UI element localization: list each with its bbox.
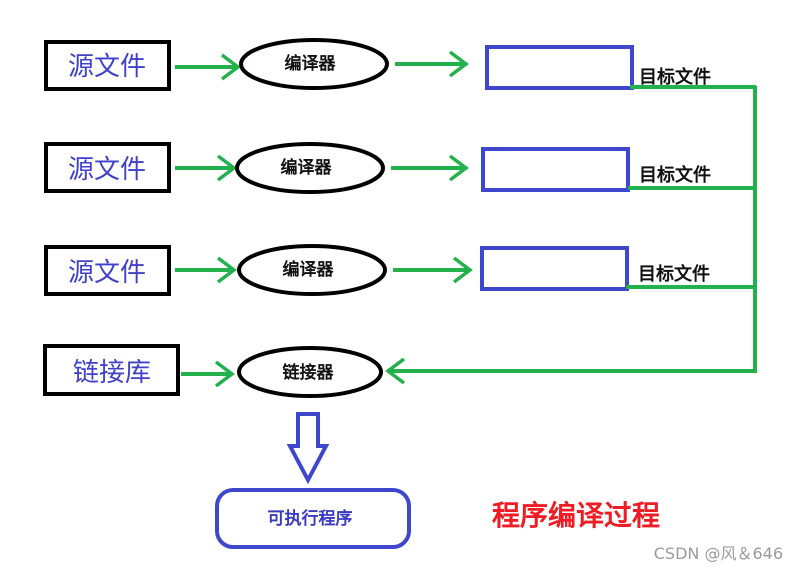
object-file-label: 目标文件: [638, 263, 710, 285]
link-row: 链接库 链接器: [43, 344, 757, 398]
row-1: 源文件 编译器 目标文件: [44, 38, 756, 91]
compiler-label: 编译器: [283, 259, 335, 280]
object-file-box: [480, 246, 629, 291]
arrowhead-icon: [216, 154, 237, 182]
arrowhead-icon: [385, 357, 406, 385]
source-file-box: [44, 245, 171, 296]
object-file-box: [485, 45, 634, 90]
arrowhead-icon: [216, 256, 237, 284]
arrowhead-icon: [220, 53, 241, 81]
source-file-box: [44, 40, 171, 91]
library-box: [43, 344, 180, 396]
arrowhead-icon: [214, 360, 235, 388]
object-file-label: 目标文件: [639, 164, 711, 186]
linker-node: [237, 346, 383, 398]
executable-box: [215, 488, 411, 549]
compiler-node: [235, 142, 385, 194]
compiler-label: 编译器: [281, 157, 333, 178]
arrowhead-icon: [452, 256, 473, 284]
source-file-label: 源文件: [68, 155, 146, 185]
arrowhead-icon: [448, 154, 469, 182]
row-3: 源文件 编译器 目标文件: [44, 244, 756, 296]
row-2: 源文件 编译器 目标文件: [44, 142, 756, 194]
down-arrow-icon: [286, 412, 330, 485]
watermark: CSDN @风＆646: [654, 544, 783, 563]
linker-label: 链接器: [283, 362, 335, 383]
compiler-node: [237, 244, 387, 296]
library-label: 链接库: [73, 358, 151, 388]
diagram-title: 程序编译过程: [492, 499, 660, 532]
compiler-node: [239, 38, 389, 90]
source-file-box: [44, 142, 171, 193]
source-file-label: 源文件: [68, 52, 146, 82]
object-file-box: [481, 147, 630, 192]
arrowhead-icon: [448, 50, 469, 78]
object-file-label: 目标文件: [639, 66, 711, 88]
executable-label: 可执行程序: [268, 508, 353, 529]
executable-node: 可执行程序: [215, 488, 411, 549]
compiler-label: 编译器: [285, 53, 337, 74]
source-file-label: 源文件: [68, 258, 146, 288]
